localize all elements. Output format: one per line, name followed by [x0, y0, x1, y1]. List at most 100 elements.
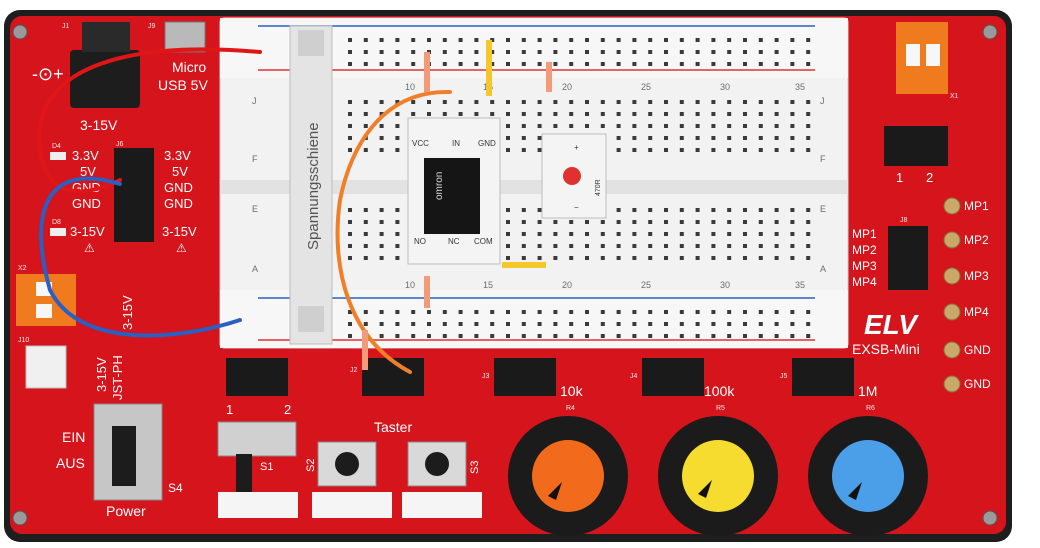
mp4-right: MP4	[964, 305, 989, 319]
breadboard-hole	[632, 62, 637, 66]
micro-usb-port[interactable]	[164, 21, 206, 53]
header-x1[interactable]	[884, 126, 948, 166]
breadboard-hole	[348, 208, 352, 212]
test-point-gnd2[interactable]	[943, 375, 961, 393]
test-point-mp1[interactable]	[943, 197, 961, 215]
terminal-x1[interactable]	[896, 22, 948, 94]
breadboard-hole	[711, 124, 716, 128]
breadboard-hole	[743, 232, 747, 236]
breadboard-hole	[395, 50, 400, 54]
rail-left-3v3: 3.3V	[72, 148, 99, 163]
breadboard-hole	[553, 310, 558, 314]
breadboard-hole	[379, 136, 384, 140]
breadboard-hole	[474, 322, 479, 326]
breadboard-hole	[569, 50, 574, 54]
breadboard-hole	[379, 244, 384, 248]
breadboard-hole	[695, 310, 700, 314]
slide-switch-s1: S1	[217, 421, 298, 518]
breadboard-hole	[711, 62, 716, 66]
bb-col-15-bottom: 15	[483, 280, 493, 290]
slide-switch[interactable]	[217, 421, 297, 457]
breadboard-hole	[711, 100, 716, 104]
breadboard-hole	[521, 322, 526, 326]
breadboard-hole	[727, 232, 732, 236]
breadboard-hole	[506, 124, 510, 128]
breadboard-hole	[348, 148, 352, 152]
breadboard-hole	[758, 334, 763, 338]
breadboard-hole	[348, 334, 352, 338]
breadboard-hole	[379, 50, 384, 54]
header-j3[interactable]	[494, 358, 556, 396]
label-plate-1	[218, 492, 298, 518]
breadboard-hole	[395, 100, 400, 104]
breadboard-hole	[458, 100, 463, 104]
bb-col-20: 20	[562, 82, 572, 92]
breadboard-hole	[758, 310, 763, 314]
header-j1b[interactable]	[226, 358, 288, 396]
breadboard-hole	[600, 124, 605, 128]
breadboard-hole	[774, 334, 779, 338]
breadboard-hole	[758, 256, 763, 260]
breadboard-hole	[806, 136, 811, 140]
breadboard-hole	[521, 334, 526, 338]
dc-jack[interactable]	[70, 50, 140, 108]
breadboard-hole	[711, 208, 716, 212]
breadboard-hole	[553, 256, 558, 260]
breadboard-hole	[616, 148, 621, 152]
breadboard-hole	[458, 62, 463, 66]
breadboard-hole	[695, 334, 700, 338]
mp2-right: MP2	[964, 233, 989, 247]
led-d8	[50, 228, 66, 236]
header-j2[interactable]	[362, 358, 424, 396]
breadboard-hole	[648, 100, 653, 104]
test-point-gnd1[interactable]	[943, 341, 961, 359]
breadboard-hole	[600, 310, 605, 314]
breadboard-hole	[537, 256, 542, 260]
test-point-mp4[interactable]	[943, 303, 961, 321]
breadboard-hole	[569, 124, 574, 128]
test-point-mp2[interactable]	[943, 231, 961, 249]
breadboard-hole	[664, 148, 668, 152]
breadboard-hole	[379, 38, 384, 42]
breadboard-hole	[458, 112, 463, 116]
right-side-area: X1 1 2 J8 MP1 MP2 MP3 MP4 MP1 MP2 MP3 MP…	[852, 22, 991, 393]
bb-col-35-bottom: 35	[795, 280, 805, 290]
breadboard-hole	[758, 50, 763, 54]
breadboard-hole	[774, 50, 779, 54]
breadboard-hole	[711, 148, 716, 152]
breadboard-hole	[616, 334, 621, 338]
breadboard-hole	[774, 112, 779, 116]
breadboard-hole	[553, 322, 558, 326]
breadboard-hole	[758, 322, 763, 326]
breadboard-hole	[348, 244, 352, 248]
breadboard-hole	[348, 112, 352, 116]
breadboard-hole	[427, 322, 431, 326]
breadboard-hole	[521, 256, 526, 260]
header-j4[interactable]	[642, 358, 704, 396]
breadboard-hole	[490, 100, 495, 104]
breadboard-hole	[695, 100, 700, 104]
breadboard-hole	[758, 244, 763, 248]
breadboard-hole	[632, 50, 637, 54]
breadboard-hole	[790, 334, 795, 338]
test-point-mp3[interactable]	[943, 267, 961, 285]
breadboard-hole	[363, 38, 368, 42]
breadboard-hole	[664, 232, 668, 236]
breadboard-hole	[585, 256, 589, 260]
breadboard-hole	[790, 62, 795, 66]
breadboard-hole	[695, 148, 700, 152]
ref-r4: R4	[566, 405, 575, 412]
bb-row-e-right: E	[820, 204, 826, 214]
label-plate-3	[402, 492, 482, 518]
breadboard-hole	[616, 232, 621, 236]
header-j8[interactable]	[888, 226, 928, 290]
breadboard-hole	[585, 112, 589, 116]
breadboard-hole	[679, 334, 684, 338]
led-d4	[50, 152, 66, 160]
breadboard-hole	[648, 310, 653, 314]
jst-socket[interactable]	[25, 345, 67, 389]
breadboard-hole	[553, 50, 558, 54]
breadboard-hole	[379, 310, 384, 314]
breadboard-hole	[774, 38, 779, 42]
header-j5[interactable]	[792, 358, 854, 396]
